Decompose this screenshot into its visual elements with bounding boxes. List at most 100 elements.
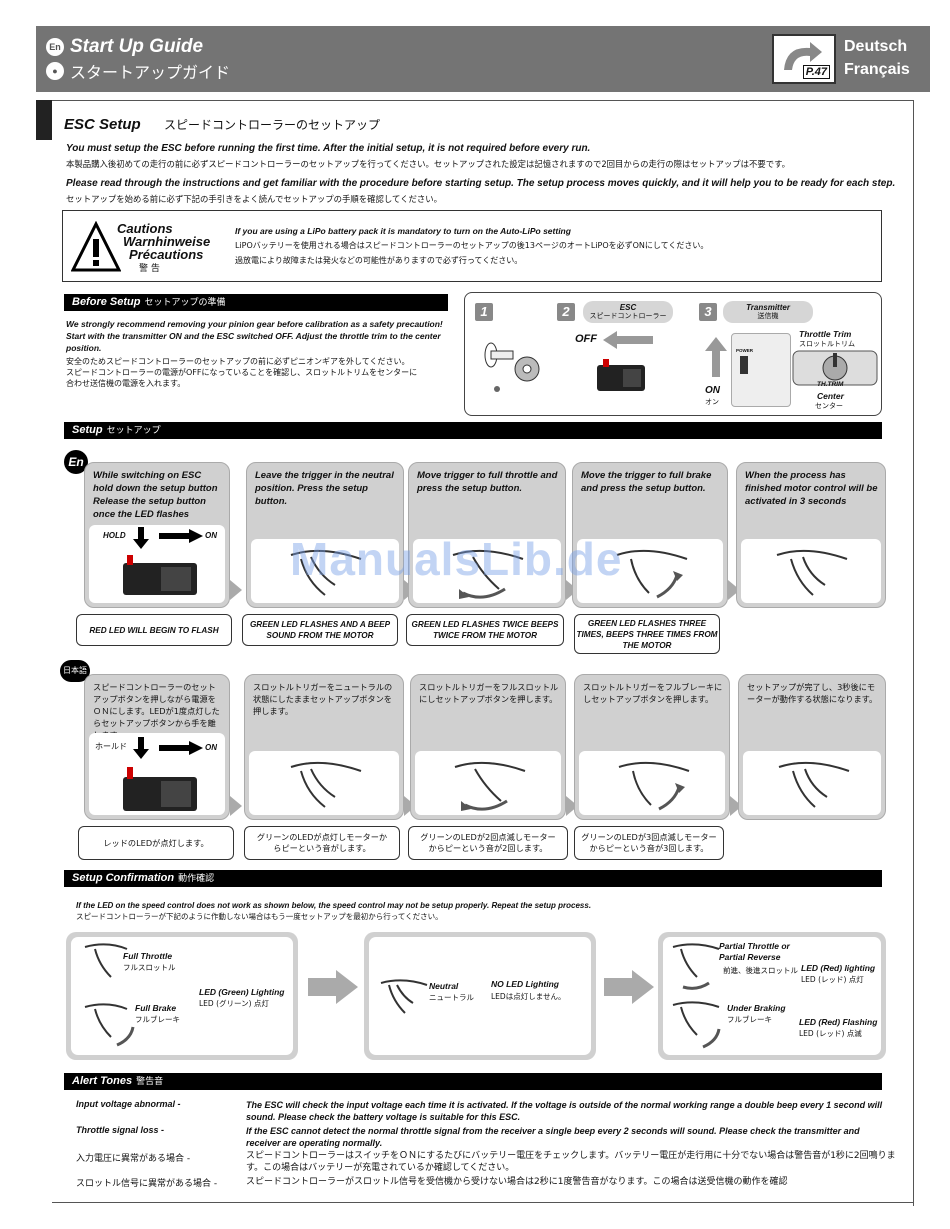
- setup-step-jp-4-text: スロットルトリガーをフルブレーキにしセットアップボタンを押します。: [583, 682, 723, 704]
- off-label: OFF: [575, 333, 597, 345]
- alert-tones-title-jp: 警告音: [136, 1077, 164, 1087]
- no-led-label-jp: LEDは点灯しません。: [491, 992, 566, 1001]
- caution-line-2: LiPOバッテリーを使用される場合はスピードコントローラーのセットアップの後13…: [235, 241, 709, 250]
- led-status-jp-2: グリーンのLEDが点灯しモーターからピーという音がします。: [244, 826, 400, 860]
- setup-step-jp-3-text: スロットルトリガーをフルスロットルにしセットアップボタンを押します。: [419, 682, 559, 704]
- full-throttle-label-jp: フルスロットル: [123, 963, 176, 972]
- trigger-full-brake-icon: [84, 1003, 135, 1047]
- page-turn-arrow-icon: [784, 42, 822, 70]
- led-red-flash-label-jp: LED (レッド) 点滅: [799, 1029, 862, 1038]
- led-status-en-2: GREEN LED FLASHES AND A BEEP SOUND FROM …: [242, 614, 398, 646]
- setup-confirmation-title-jp: 動作確認: [178, 874, 215, 884]
- led-red-label-jp: LED (レッド) 点灯: [801, 975, 864, 984]
- led-status-jp-3: グリーンのLEDが2回点滅しモーターからピーという音が2回します。: [408, 826, 568, 860]
- throttle-trim-label: Throttle Trim: [799, 329, 852, 339]
- setup-step-jp-5-image: [743, 751, 881, 815]
- setup-step-jp-5-text: セットアップが完了し、3秒後にモーターが動作する状態になります。: [747, 682, 878, 704]
- setup-step-en-3-text: Move trigger to full throttle and press …: [417, 470, 558, 494]
- setup-step-en-3: Move trigger to full throttle and press …: [408, 462, 566, 608]
- setup-step-en-1-text: While switching on ESC hold down the set…: [93, 470, 218, 520]
- setup-step-en-3-image: [413, 539, 561, 603]
- setup-step-en-1: While switching on ESC hold down the set…: [84, 462, 230, 608]
- trigger-ready-icon: [778, 761, 850, 808]
- trigger-full-throttle-icon: [452, 549, 524, 599]
- before-setup-text-jp-3: 合わせ送信機の電源を入れます。: [66, 379, 186, 388]
- page-title: Start Up Guide: [70, 36, 204, 57]
- book-icon: P.47: [772, 34, 836, 84]
- on-label-jp-card: ON: [205, 743, 217, 752]
- transmitter-switch-icon: POWER: [731, 333, 791, 407]
- arrow-right-icon: [159, 741, 203, 755]
- esc-setup-title: ESC Setup: [64, 116, 141, 133]
- partial-label-jp: 前進、後進スロットル: [723, 966, 798, 975]
- en-section-badge: En: [64, 450, 88, 474]
- cautions-box: Cautions Warnhinweise Précautions 警 告 If…: [62, 210, 882, 282]
- setup-step-jp-3-image: [415, 751, 561, 815]
- trigger-neutral-icon: [290, 549, 362, 596]
- trigger-full-throttle-icon: [454, 761, 526, 811]
- no-led-label: NO LED Lighting: [491, 979, 559, 989]
- pinion-gear-icon: [484, 342, 540, 392]
- alert-desc-voltage-jp: スピードコントローラーはスイッチをＯＮにするたびにバッテリー電圧をチェックします…: [246, 1151, 896, 1173]
- trigger-neutral-icon: [290, 761, 362, 808]
- alert-label-voltage: Input voltage abnormal -: [76, 1099, 181, 1109]
- led-status-en-1: RED LED WILL BEGIN TO FLASH: [76, 614, 232, 646]
- trigger-partial-icon: [672, 943, 720, 990]
- led-red-flash-label: LED (Red) Flashing: [799, 1017, 878, 1027]
- setup-step-jp-2-image: [249, 751, 399, 815]
- setup-step-jp-3: スロットルトリガーをフルスロットルにしセットアップボタンを押します。: [410, 674, 566, 820]
- before-setup-text-jp-1: 安全のためスピードコントローラーのセットアップの前に必ずピニオンギアを外してくだ…: [66, 357, 410, 366]
- confirm-panel-green-inner: Full Throttle フルスロットル LED (Green) Lighti…: [71, 937, 293, 1055]
- esc-label: ESC: [619, 303, 637, 312]
- setup-step-en-1-image: HOLD ON: [89, 525, 225, 603]
- hold-label: HOLD: [103, 531, 126, 540]
- setup-step-jp-4: スロットルトリガーをフルブレーキにしセットアップボタンを押します。: [574, 674, 730, 820]
- confirm-intro: If the LED on the speed control does not…: [76, 901, 592, 910]
- setup-step-jp-1: スピードコントローラーのセットアップボタンを押しながら電源をＯＮにします。LED…: [84, 674, 230, 820]
- setup-step-jp-1-text: スピードコントローラーのセットアップボタンを押しながら電源をＯＮにします。LED…: [93, 682, 220, 740]
- under-braking-label-jp: フルブレーキ: [727, 1015, 772, 1024]
- on-label: ON: [705, 385, 720, 396]
- page-reference[interactable]: P.47: [802, 65, 830, 79]
- throttle-trim-knob-icon: [792, 350, 878, 386]
- trigger-under-braking-icon: [672, 1001, 721, 1049]
- confirm-intro-jp: スピードコントローラーが下記のように作動しない場合はもう一度セットアップを最初か…: [76, 912, 443, 921]
- setup-step-jp-4-image: [579, 751, 725, 815]
- before-setup-title: Before Setup: [72, 296, 141, 308]
- setup-step-en-2-image: [251, 539, 399, 603]
- trigger-full-throttle-icon: [84, 943, 128, 978]
- before-setup-steps-panel: 1 2 ESC スピードコントローラー 3 Transmitter 送信機 OF…: [464, 292, 882, 416]
- arrow-up-icon: [705, 337, 727, 377]
- alert-desc-voltage: The ESC will check the input voltage eac…: [246, 1100, 883, 1122]
- lang-francais[interactable]: Français: [844, 61, 910, 78]
- setup-step-jp-2-text: スロットルトリガーをニュートラルの状態にしたままセットアップボタンを押します。: [253, 682, 393, 716]
- header-banner: En ● Start Up Guide スタートアップガイド P.47 Deut…: [36, 26, 930, 92]
- warning-triangle-icon: [71, 221, 121, 272]
- setup-step-en-5-image: [741, 539, 881, 603]
- alert-label-signal: Throttle signal loss -: [76, 1125, 165, 1135]
- caution-line-1: If you are using a LiPo battery pack it …: [235, 226, 571, 236]
- watermark: ManualsLib.de: [290, 533, 623, 585]
- hold-label-jp: ホールド: [95, 742, 127, 751]
- center-label: Center: [817, 391, 844, 401]
- arrow-down-icon: [133, 737, 149, 759]
- confirm-panel-neutral-inner: Neutral ニュートラル NO LED Lighting LEDは点灯しませ…: [369, 937, 591, 1055]
- caution-line-3: 過放電により故障または発火などの可能性がありますので必ず行ってください。: [235, 256, 523, 265]
- arrow-right-icon: [604, 970, 654, 1004]
- on-label-en: ON: [205, 531, 217, 540]
- setup-title-jp: セットアップ: [106, 426, 161, 436]
- transmitter-label-jp: 送信機: [757, 312, 779, 320]
- cautions-en: Cautions: [117, 221, 173, 236]
- power-switch[interactable]: [740, 356, 748, 374]
- transmitter-pill: Transmitter 送信機: [723, 301, 813, 323]
- esc-label-jp: スピードコントローラー: [589, 312, 667, 320]
- esc-unit-icon: [123, 555, 197, 595]
- partial-label: Partial Throttle or Partial Reverse: [719, 941, 790, 962]
- setup-step-jp-1-image: ホールド ON: [89, 733, 225, 815]
- lang-deutsch[interactable]: Deutsch: [844, 38, 908, 55]
- esc-setup-title-jp: スピードコントローラーのセットアップ: [164, 118, 381, 132]
- trigger-full-brake-icon: [618, 761, 690, 811]
- step-number-2: 2: [557, 303, 575, 321]
